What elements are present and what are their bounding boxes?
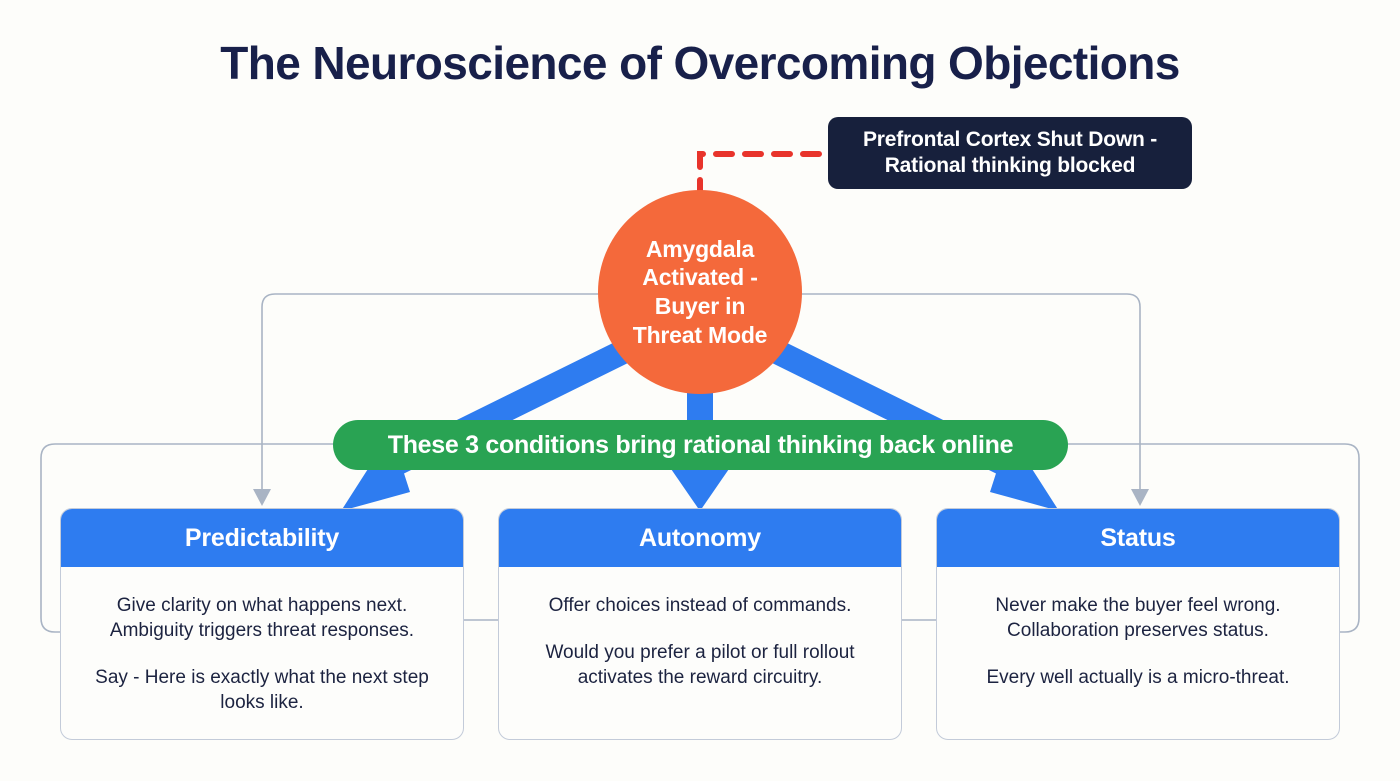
amygdala-line-1: Amygdala bbox=[645, 235, 755, 262]
card-status-header: Status bbox=[937, 509, 1339, 567]
card-predictability-title: Predictability bbox=[184, 523, 340, 552]
callout-text: Prefrontal Cortex Shut Down - Rational t… bbox=[849, 127, 1171, 178]
card-status-paragraph-2: Every well actually is a micro-threat. bbox=[986, 667, 1290, 689]
callout-line-2: Rational thinking blocked bbox=[884, 154, 1136, 177]
amygdala-node: Amygdala Activated - Buyer in Threat Mod… bbox=[598, 190, 802, 394]
card-status-title: Status bbox=[1100, 523, 1176, 552]
card-status[interactable]: Status Never make the buyer feel wrong. … bbox=[936, 508, 1340, 740]
amygdala-line-4: Threat Mode bbox=[632, 321, 768, 348]
amygdala-line-3: Buyer in bbox=[654, 293, 746, 319]
page-title: The Neuroscience of Overcoming Objection… bbox=[220, 37, 1180, 89]
card-autonomy-paragraph-2: Would you prefer a pilot or full rollout… bbox=[545, 642, 855, 689]
card-autonomy-header: Autonomy bbox=[499, 509, 901, 567]
conditions-banner: These 3 conditions bring rational thinki… bbox=[333, 420, 1068, 470]
gray-arrowhead-right bbox=[1131, 489, 1149, 506]
card-autonomy-paragraph-1: Offer choices instead of commands. bbox=[548, 595, 852, 616]
card-predictability-paragraph-1: Give clarity on what happens next. Ambig… bbox=[109, 595, 415, 642]
dashed-alert-connector bbox=[697, 151, 831, 199]
card-autonomy-body: Offer choices instead of commands. Would… bbox=[499, 567, 901, 739]
amygdala-line-2: Activated - bbox=[642, 264, 758, 291]
dashed-alert-path bbox=[697, 151, 831, 199]
gray-arrowhead-left bbox=[253, 489, 271, 506]
callout-line-1: Prefrontal Cortex Shut Down - bbox=[862, 128, 1158, 152]
card-predictability[interactable]: Predictability Give clarity on what happ… bbox=[60, 508, 464, 740]
card-predictability-body: Give clarity on what happens next. Ambig… bbox=[61, 567, 463, 739]
card-autonomy[interactable]: Autonomy Offer choices instead of comman… bbox=[498, 508, 902, 740]
card-autonomy-title: Autonomy bbox=[639, 523, 761, 552]
prefrontal-cortex-callout: Prefrontal Cortex Shut Down - Rational t… bbox=[828, 117, 1192, 189]
card-status-body: Never make the buyer feel wrong. Collabo… bbox=[937, 567, 1339, 739]
amygdala-text: Amygdala Activated - Buyer in Threat Mod… bbox=[633, 235, 768, 350]
card-status-paragraph-1: Never make the buyer feel wrong. Collabo… bbox=[995, 595, 1281, 642]
card-predictability-header: Predictability bbox=[61, 509, 463, 567]
card-predictability-paragraph-2: Say - Here is exactly what the next step… bbox=[95, 667, 429, 714]
conditions-banner-text: These 3 conditions bring rational thinki… bbox=[387, 430, 1014, 459]
